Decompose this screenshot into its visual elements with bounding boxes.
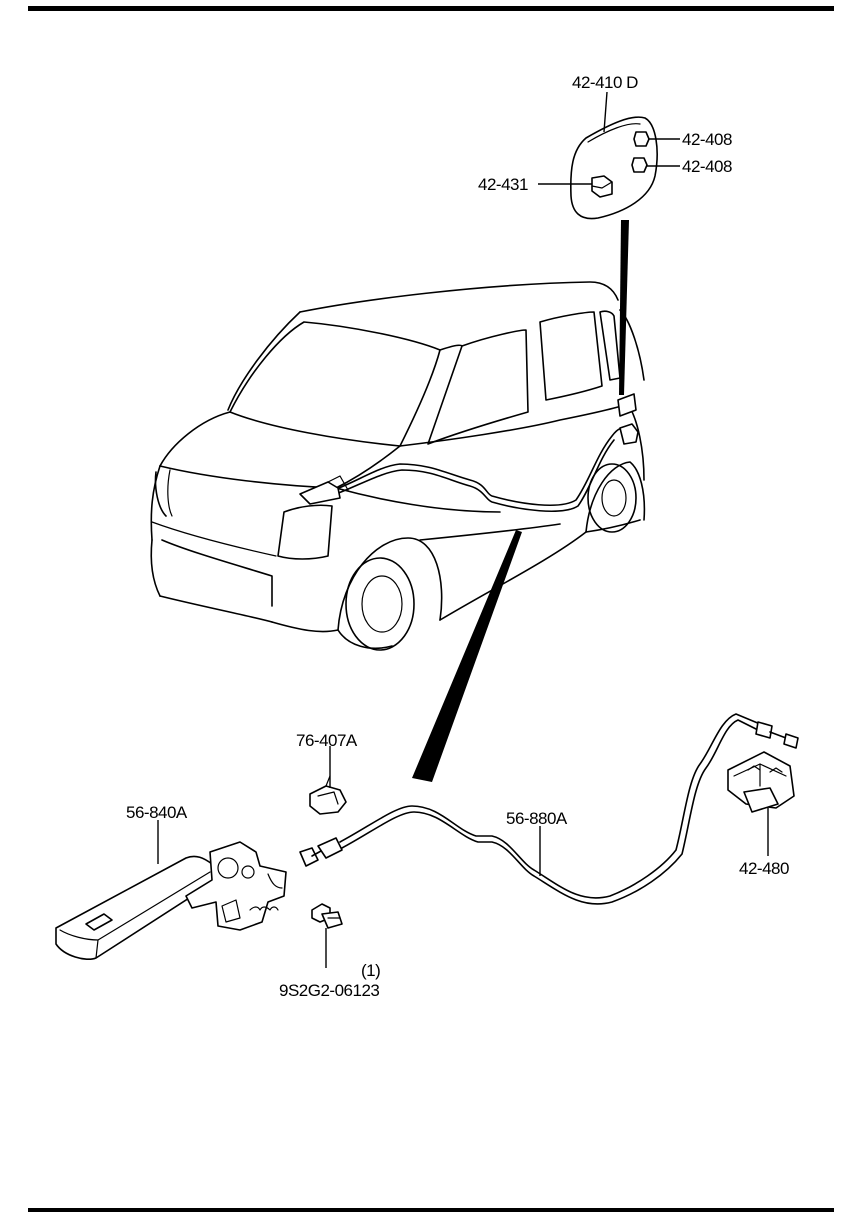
callout-9S2G2-qty: (1) [361, 961, 380, 980]
vehicle-headlight [277, 504, 333, 560]
callout-9S2G2-06123: 9S2G2-06123 [279, 981, 379, 1000]
vehicle-front-wheel [345, 557, 415, 651]
opener-handle-button [85, 913, 113, 931]
mounting-bolt [311, 903, 343, 929]
callout-42-480: 42-480 [739, 859, 789, 878]
bottom-border-rule [28, 1208, 834, 1212]
vehicle-fuel-cable-route [333, 427, 633, 507]
opener-bracket [185, 841, 287, 931]
top-border-rule [28, 6, 834, 11]
opener-cable [299, 713, 799, 905]
callout-76-407A: 76-407A [296, 731, 358, 750]
callout-42-410D: 42-410 D [572, 73, 638, 92]
fuel-lid-assembly [569, 116, 658, 220]
cable-grommet [309, 775, 347, 815]
callout-42-408-upper: 42-408 [682, 130, 732, 149]
callout-42-408-lower: 42-408 [682, 157, 732, 176]
vehicle-opener-lever [299, 481, 341, 505]
pointer-to-opener-detail [412, 530, 522, 782]
cable-end-fitting [299, 847, 319, 867]
vehicle-rear-wheel [587, 463, 637, 533]
vehicle-fuel-door [617, 393, 637, 417]
vehicle-release-unit [619, 423, 639, 445]
opener-lever-assembly [55, 841, 287, 960]
fuel-lid-release-unit [727, 751, 795, 813]
callout-56-880A: 56-880A [506, 809, 568, 828]
fuel-lid-clip-upper [633, 131, 650, 147]
callout-42-431: 42-431 [478, 175, 528, 194]
opener-handle [55, 855, 215, 960]
vehicle-outline [150, 281, 646, 651]
pointer-to-fuel-lid [619, 220, 629, 395]
fuel-lid-bracket [591, 175, 613, 198]
fuel-lid-clip-lower [631, 157, 648, 173]
callout-56-840A: 56-840A [126, 803, 188, 822]
